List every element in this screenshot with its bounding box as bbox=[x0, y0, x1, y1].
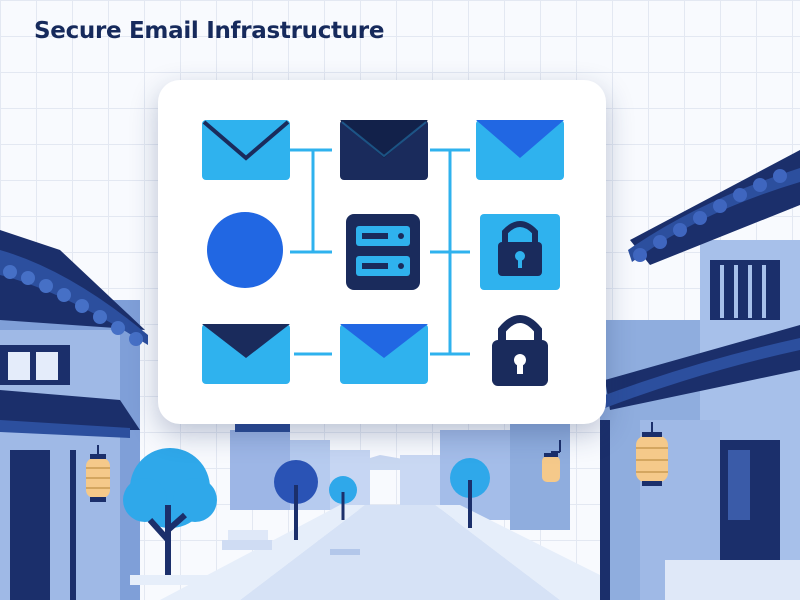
lock-on-tile-icon bbox=[480, 214, 560, 290]
lantern-right-small bbox=[542, 440, 561, 482]
envelope-dark-icon bbox=[340, 120, 428, 180]
page-title: Secure Email Infrastructure bbox=[34, 18, 385, 44]
lantern-left bbox=[86, 445, 110, 502]
lantern-right-large bbox=[636, 422, 668, 486]
envelope-light-icon bbox=[340, 324, 428, 384]
tree-left-mid bbox=[274, 460, 318, 540]
server-icon bbox=[346, 214, 420, 290]
sidewalk-right bbox=[435, 505, 650, 600]
envelope-open-icon bbox=[202, 120, 290, 180]
tree-right-small bbox=[450, 458, 490, 528]
right-building bbox=[600, 150, 800, 600]
envelope-light-icon bbox=[476, 120, 564, 180]
connector-lines bbox=[290, 148, 470, 356]
padlock-icon bbox=[492, 315, 548, 386]
road bbox=[240, 505, 560, 600]
tree-left-small bbox=[329, 476, 357, 520]
infrastructure-card bbox=[158, 80, 606, 424]
circle-node-icon bbox=[207, 212, 283, 288]
left-building bbox=[0, 230, 148, 600]
tree-left-large bbox=[123, 448, 217, 585]
steps-left bbox=[222, 530, 272, 550]
envelope-light-icon bbox=[202, 324, 290, 384]
infrastructure-diagram bbox=[202, 120, 564, 386]
